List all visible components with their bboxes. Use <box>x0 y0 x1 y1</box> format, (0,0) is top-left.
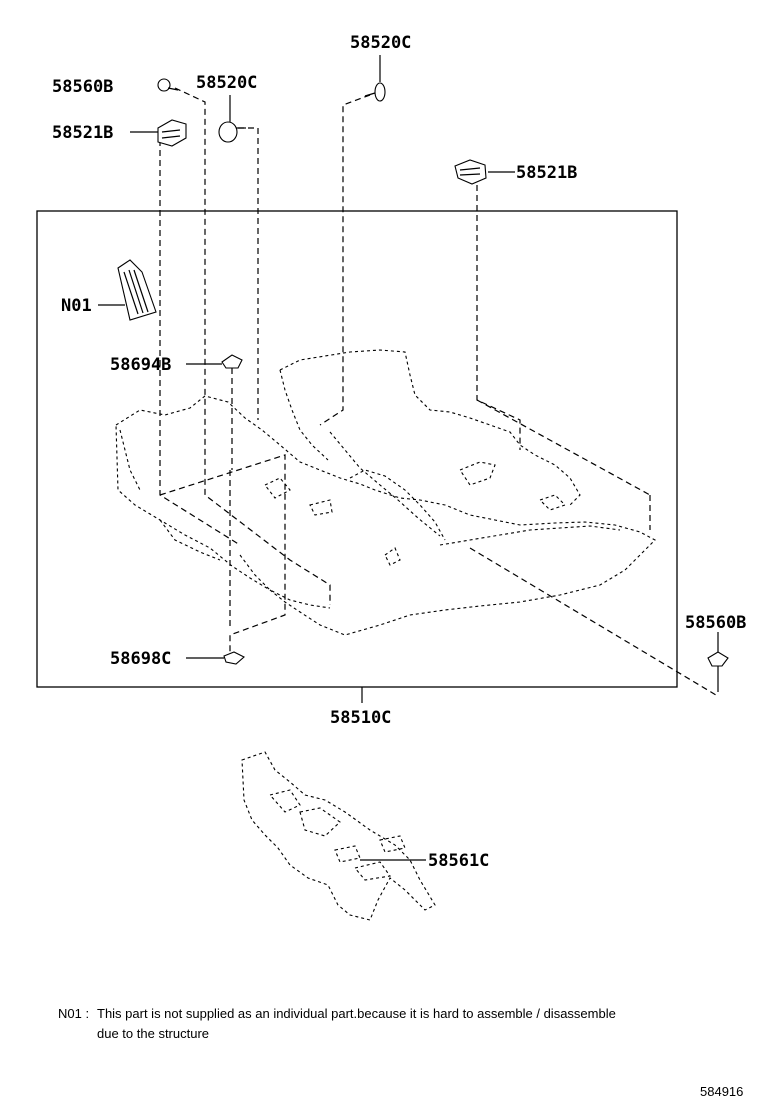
label-58520c-top: 58520C <box>350 33 411 53</box>
clip-58521b-right <box>454 159 487 185</box>
label-58698c: 58698C <box>110 649 171 669</box>
pad-n01 <box>117 259 157 321</box>
floor-carpet-58510c <box>115 349 656 636</box>
label-n01: N01 <box>61 296 92 316</box>
diagram-id: 584916 <box>700 1084 744 1099</box>
label-leaders <box>98 55 719 861</box>
assembly-lines <box>159 87 717 696</box>
note-line-1: This part is not supplied as an individu… <box>97 1006 616 1021</box>
pin-58520c-top <box>364 82 386 102</box>
clip-58560b-right <box>707 651 729 692</box>
label-58521b-right: 58521B <box>516 163 577 183</box>
label-58521b-left: 58521B <box>52 123 113 143</box>
note-prefix: N01 : <box>58 1006 90 1021</box>
note-line-2: due to the structure <box>97 1026 210 1041</box>
fastener-58698c <box>223 651 245 665</box>
clip-58521b-left <box>157 119 187 147</box>
label-58560b-left: 58560B <box>52 77 113 97</box>
label-58561c: 58561C <box>428 851 489 871</box>
clip-58694b <box>221 354 243 369</box>
assembly-frame <box>36 210 678 688</box>
clip-58560b-left <box>157 78 179 92</box>
label-58560b-right: 58560B <box>685 613 746 633</box>
label-58510c: 58510C <box>330 708 391 728</box>
label-58520c-left: 58520C <box>196 73 257 93</box>
label-58694b: 58694B <box>110 355 171 375</box>
pin-58520c-left <box>218 121 246 143</box>
insulator-58561c <box>241 751 436 921</box>
